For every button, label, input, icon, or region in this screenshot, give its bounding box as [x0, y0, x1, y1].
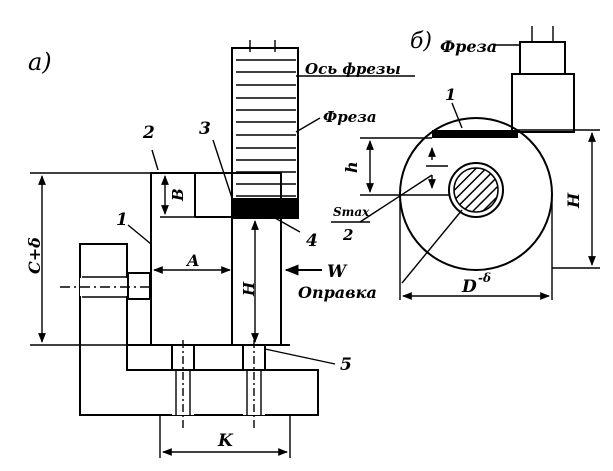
part-4-label: 4 [306, 231, 318, 251]
part-3-label: 3 [199, 119, 211, 139]
dim-h-a-label: H [240, 281, 258, 297]
cutter-label-a: Фреза [323, 108, 377, 126]
dim-b [155, 172, 195, 218]
panel-a-label: а) [28, 48, 52, 76]
dim-c-label: C+δ [25, 237, 44, 274]
axis-label: Ось фрезы [305, 60, 401, 78]
dim-b-label: B [169, 188, 187, 202]
mandrel-label: Оправка [298, 283, 377, 302]
fixture-base [60, 243, 319, 430]
smax-denominator: 2 [342, 226, 353, 244]
dim-k-label: K [217, 431, 234, 451]
leader-1a [127, 224, 152, 245]
setting-block [150, 172, 282, 371]
side-screw [127, 272, 151, 300]
leader-3 [212, 139, 233, 199]
part-1-label: 1 [116, 210, 128, 230]
bolt-nut-left [171, 344, 195, 371]
dim-H-b-label: H [564, 192, 583, 209]
dim-k [159, 415, 291, 458]
cutter-label-b: Фреза [440, 37, 497, 56]
panel-a: а) Ось фрезы Фреза 2 3 1 4 5 B A H W K C… [25, 40, 415, 458]
dim-h-b-label: h [342, 161, 361, 173]
dim-d-label: D [461, 277, 477, 297]
leader-5 [264, 348, 336, 365]
leader-1b [451, 102, 463, 129]
part-5-label: 5 [340, 355, 352, 375]
panel-b: б) Фреза 1 h H Smax 2 Оправка D -δ [298, 26, 600, 302]
part-1-top [432, 130, 518, 138]
dim-c [30, 172, 151, 346]
mandrel-section [453, 167, 499, 213]
smax-leader [359, 174, 433, 223]
cutter-a [231, 40, 299, 219]
panel-b-label: б) [410, 29, 432, 54]
leader-2 [151, 149, 159, 171]
dim-a-label: A [185, 251, 199, 270]
mandrel-leader [401, 209, 463, 284]
force-w-label: W [327, 262, 348, 282]
mandrel-outer [448, 162, 504, 218]
part-1-label-b: 1 [445, 85, 456, 104]
cutter-leader [295, 117, 321, 133]
cutter-b [493, 26, 575, 133]
part-2-label: 2 [142, 123, 155, 143]
bolt-nut-right [242, 344, 266, 371]
dim-d-tol: -δ [478, 271, 491, 285]
leader-4 [274, 217, 301, 233]
smax-label: Smax [333, 205, 370, 219]
